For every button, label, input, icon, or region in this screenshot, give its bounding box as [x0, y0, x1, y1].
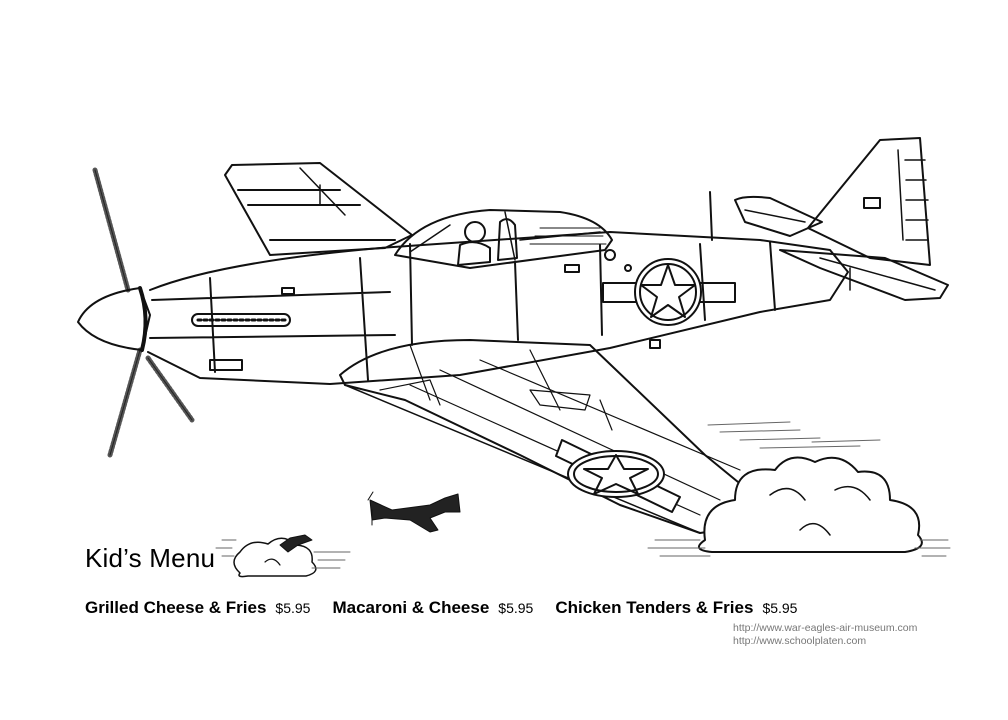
- small-cloud-icon: [215, 534, 351, 578]
- menu-item-name: Grilled Cheese & Fries: [85, 598, 267, 617]
- menu-item: Chicken Tenders & Fries $5.95: [555, 598, 797, 618]
- propeller-icon: [92, 167, 195, 458]
- small-plane-silhouette-icon: [367, 491, 461, 533]
- cloud-icon: [697, 456, 923, 553]
- menu-items: Grilled Cheese & Fries $5.95 Macaroni & …: [85, 598, 819, 618]
- fighter-plane-icon: [77, 137, 949, 534]
- credit-link-schoolplaten: http://www.schoolplaten.com: [733, 635, 867, 647]
- menu-item-name: Chicken Tenders & Fries: [555, 598, 754, 617]
- source-credits: http://www.war-eagles-air-museum.com htt…: [733, 622, 917, 648]
- menu-title: Kid’s Menu: [85, 543, 216, 573]
- menu-item: Macaroni & Cheese $5.95: [332, 598, 533, 618]
- menu-item-price: $5.95: [762, 600, 798, 616]
- menu-item-price: $5.95: [498, 600, 534, 616]
- menu-item-name: Macaroni & Cheese: [332, 598, 490, 617]
- credit-link-war-eagles: http://www.war-eagles-air-museum.com: [733, 622, 918, 634]
- menu-item-price: $5.95: [275, 600, 311, 616]
- menu-item: Grilled Cheese & Fries $5.95: [85, 598, 310, 618]
